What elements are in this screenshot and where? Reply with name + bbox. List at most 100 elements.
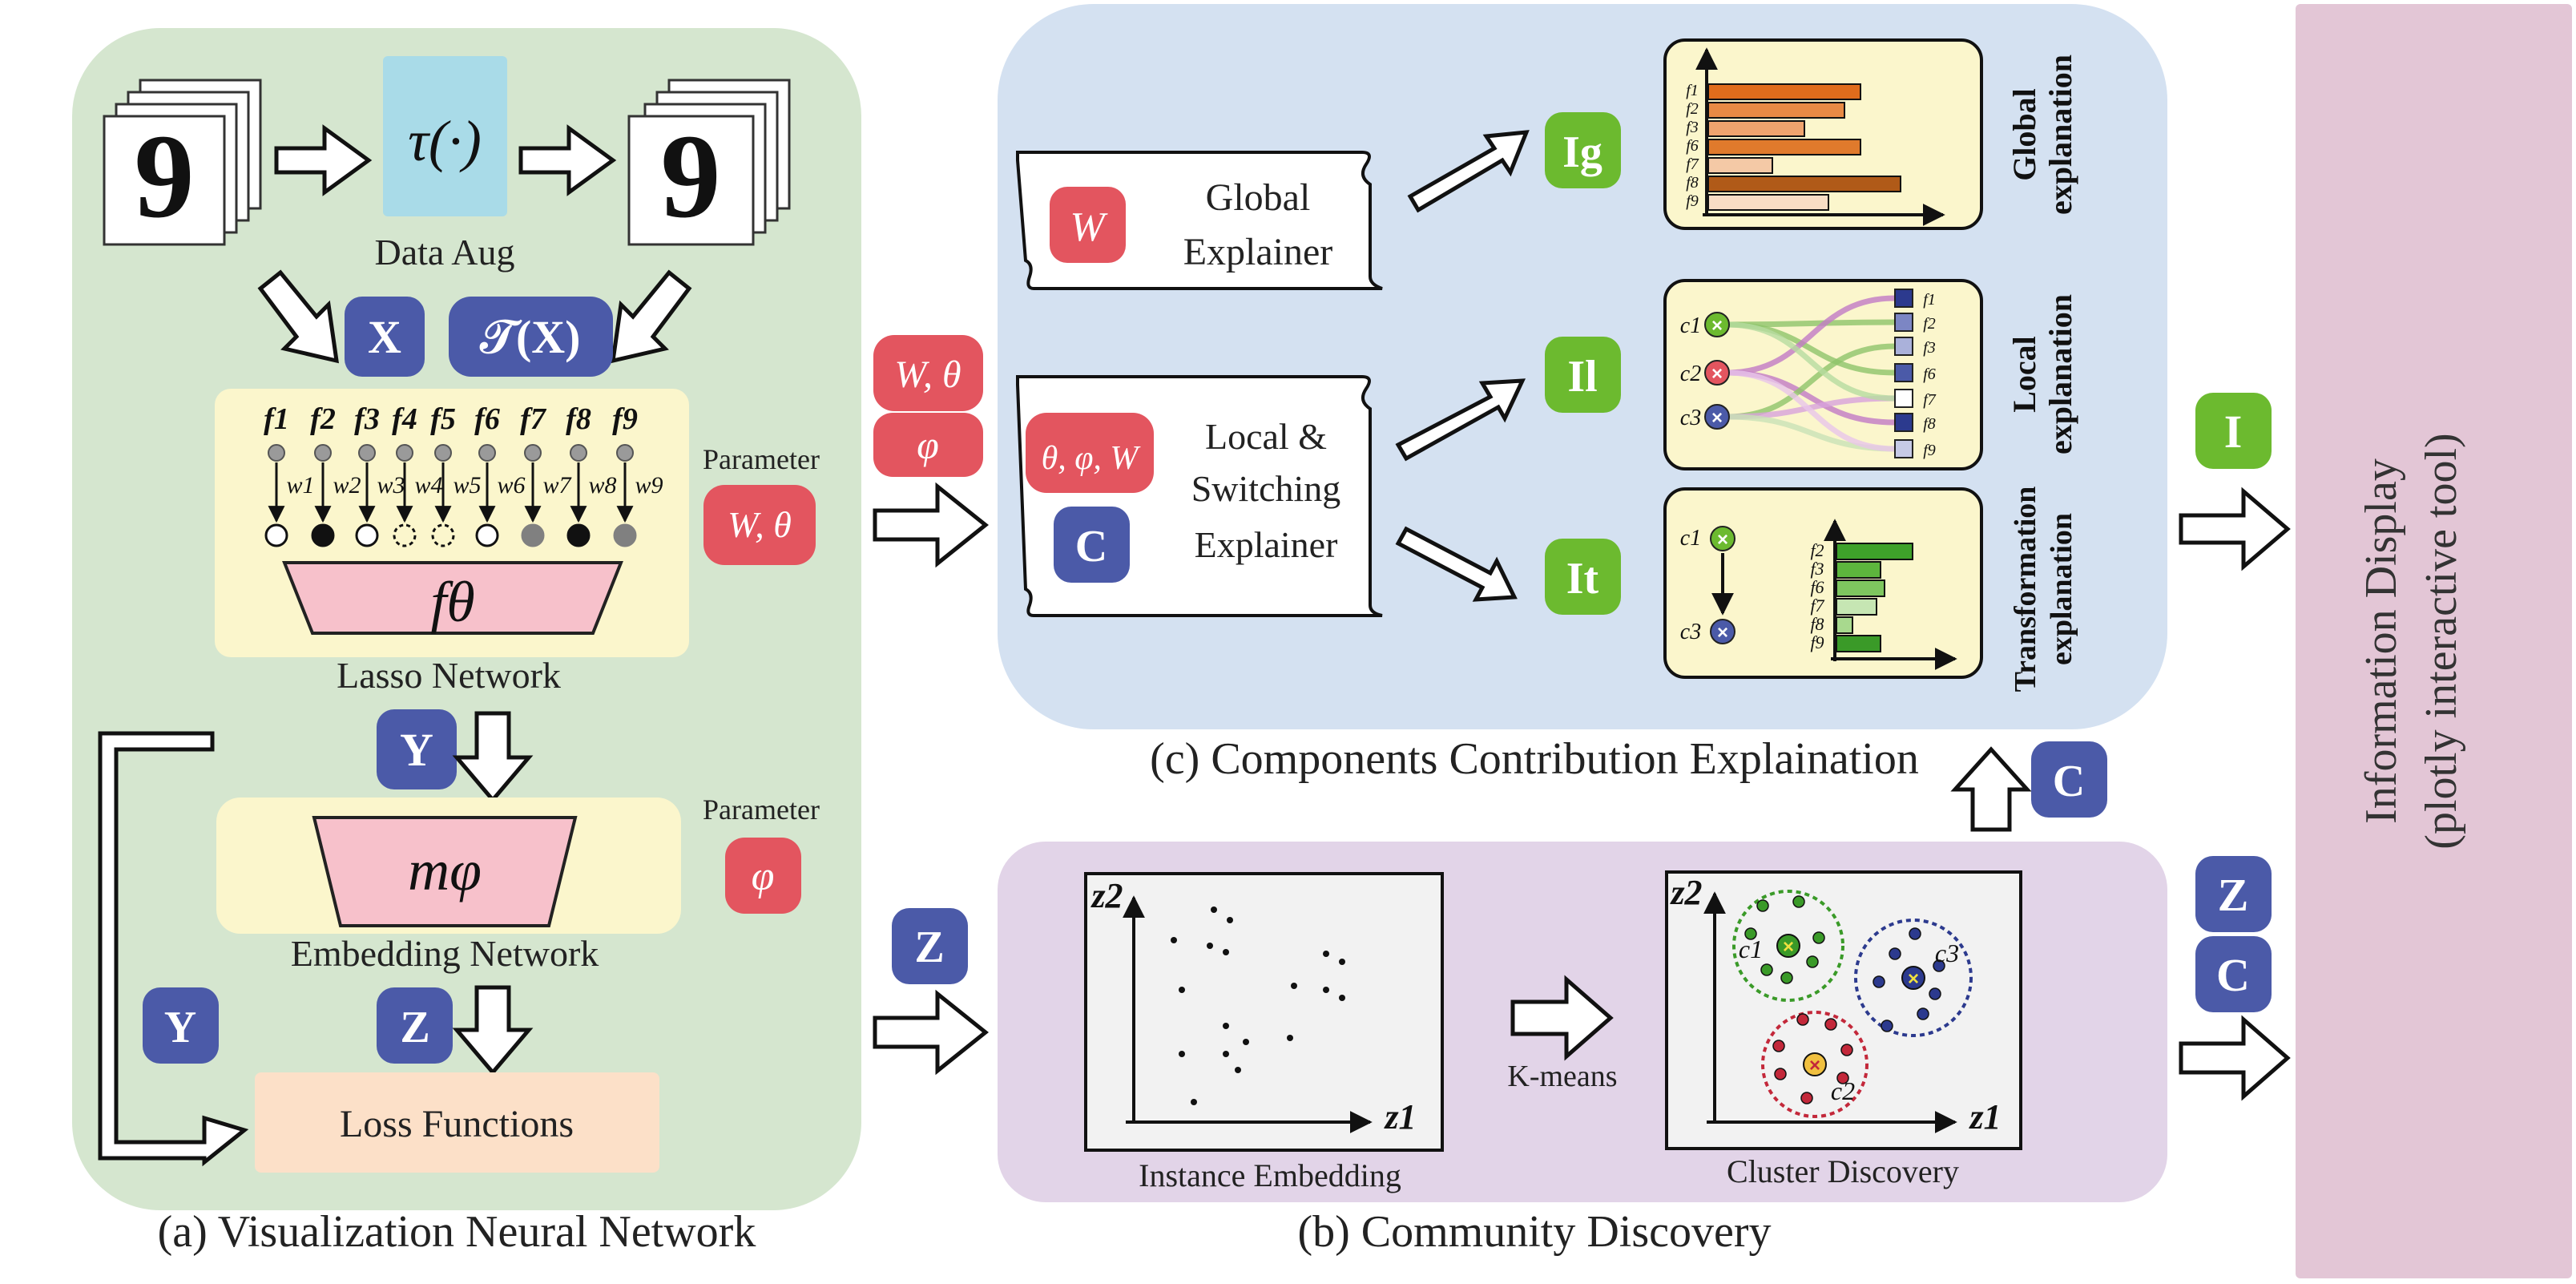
arrow-to-panel-b-icon [873, 989, 990, 1076]
local-feature-node [1894, 313, 1913, 332]
instance-point [1243, 1039, 1249, 1045]
lasso-feature-label: f7 [520, 402, 547, 436]
global-chart-bar [1707, 176, 1901, 192]
lasso-weight-label: w7 [542, 472, 572, 499]
local-flow-curve [1726, 321, 1896, 402]
badge-param-w-theta [703, 485, 816, 565]
panel-b-caption: (b) Community Discovery [1297, 1207, 1771, 1257]
global-badge-w-label: W [1070, 204, 1108, 250]
loss-functions-label: Loss Functions [340, 1103, 574, 1145]
connector-badge-w-theta-label: W, θ [894, 353, 961, 396]
badge-it [1545, 539, 1621, 615]
cluster-centroid [1776, 934, 1800, 958]
local-cluster-node [1704, 404, 1730, 430]
cluster-discovery-label: Cluster Discovery [1727, 1153, 1959, 1189]
cluster-point [1840, 1044, 1853, 1056]
cluster-point [1917, 1007, 1929, 1020]
cluster-point [1760, 963, 1773, 976]
info-display-title: Information Display (plotly interactive … [2356, 433, 2466, 849]
lasso-weight-label: w5 [453, 472, 481, 499]
global-chart-bar [1707, 194, 1829, 211]
cluster-c2-label: c2 [1831, 1076, 1855, 1105]
panel-a-caption: (a) Visualization Neural Network [158, 1207, 756, 1257]
trans-chart-feature-label: f3 [1810, 559, 1824, 579]
instance-point [1323, 987, 1329, 993]
badge-il-label: Il [1567, 352, 1597, 402]
transformation-explanation-caption: Transformation explanation [2009, 487, 2078, 692]
trans-cluster-node [1710, 526, 1735, 551]
trans-cluster-label: c1 [1680, 526, 1701, 551]
lasso-input-node [358, 444, 376, 462]
cluster-cross-icon: × [1711, 407, 1723, 429]
cluster-point [1873, 975, 1885, 988]
instance-point [1179, 987, 1185, 993]
instance-point [1207, 943, 1213, 949]
cluster-point [1744, 927, 1757, 940]
local-feature-node [1894, 413, 1913, 432]
local-explanation-caption: Local explanation [2006, 294, 2078, 454]
badge-il [1545, 337, 1621, 413]
cluster-point [1772, 1040, 1785, 1052]
local-flow-curve [1726, 295, 1896, 376]
global-chart-feature-label: f9 [1686, 192, 1699, 210]
local-feature-node [1894, 337, 1913, 356]
badge-c-right-label: C [2216, 949, 2250, 1001]
badge-tx-label: 𝒯(X) [480, 311, 581, 363]
lasso-weight-label: w3 [377, 472, 405, 499]
arrow-zc-to-display-icon [2179, 1015, 2291, 1101]
f-theta-trapezoid [282, 561, 623, 635]
global-chart-feature-label: f8 [1686, 174, 1699, 192]
panel-c-caption: (c) Components Contribution Explaination [1150, 734, 1919, 784]
local-feature-node [1894, 439, 1913, 458]
local-feature-label: f6 [1923, 365, 1936, 383]
global-explainer-line2: Explainer [1183, 231, 1333, 273]
lasso-input-node [616, 444, 634, 462]
lasso-weight-label: w9 [635, 472, 663, 499]
badge-c-right [2195, 936, 2272, 1012]
arrow-to-panel-c-icon [873, 482, 990, 568]
cluster-point [1812, 931, 1825, 944]
global-chart-bar [1707, 83, 1861, 100]
instance-point [1223, 949, 1229, 955]
instance-embedding-plot [1084, 872, 1444, 1152]
global-chart-feature-label: f2 [1686, 100, 1699, 118]
lasso-weight-label: w4 [414, 472, 442, 499]
arrow-down-z-icon [452, 985, 534, 1076]
cluster-cross-icon: × [1711, 363, 1723, 385]
arrow-diag-left-icon [257, 269, 339, 364]
global-explanation-caption: Global explanation [2006, 55, 2078, 215]
badge-ig-label: Ig [1562, 127, 1602, 177]
parameter-label-1: Parameter [703, 443, 820, 475]
instance-point [1323, 951, 1329, 957]
feedback-arrow-icon [98, 731, 249, 1167]
badge-param-w-theta-label: W, θ [728, 504, 792, 545]
instance-point [1287, 1035, 1293, 1041]
instance-point [1191, 1099, 1197, 1105]
global-chart-bar [1707, 120, 1805, 137]
cluster-centroid [1803, 1052, 1827, 1076]
local-feature-label: f1 [1923, 291, 1936, 309]
local-feature-label: f3 [1923, 339, 1936, 357]
instance-point [1227, 917, 1233, 923]
local-feature-label: f8 [1923, 415, 1936, 433]
badge-c-up-label: C [2053, 757, 2085, 806]
transformation-explanation-card [1663, 487, 1983, 679]
lasso-feature-label: f3 [354, 402, 380, 436]
arrow-up-to-c-icon [1950, 746, 2032, 832]
badge-it-label: It [1566, 554, 1599, 604]
instance-point [1223, 1051, 1229, 1057]
lasso-weight-label: w1 [286, 472, 314, 499]
info-display-line2: (plotly interactive tool) [2417, 433, 2466, 849]
lasso-feature-label: f8 [566, 402, 591, 436]
cluster-point [1800, 1092, 1813, 1104]
trans-chart-bar [1836, 616, 1853, 634]
arrow-to-il-icon [1395, 378, 1526, 462]
badge-tx [449, 297, 613, 377]
cluster-boundary [1732, 890, 1844, 1002]
lasso-weight-label: w2 [333, 472, 361, 499]
badge-y-label: Y [400, 724, 433, 776]
local-badge-params [1026, 413, 1154, 493]
instance-embedding-label: Instance Embedding [1139, 1157, 1401, 1193]
